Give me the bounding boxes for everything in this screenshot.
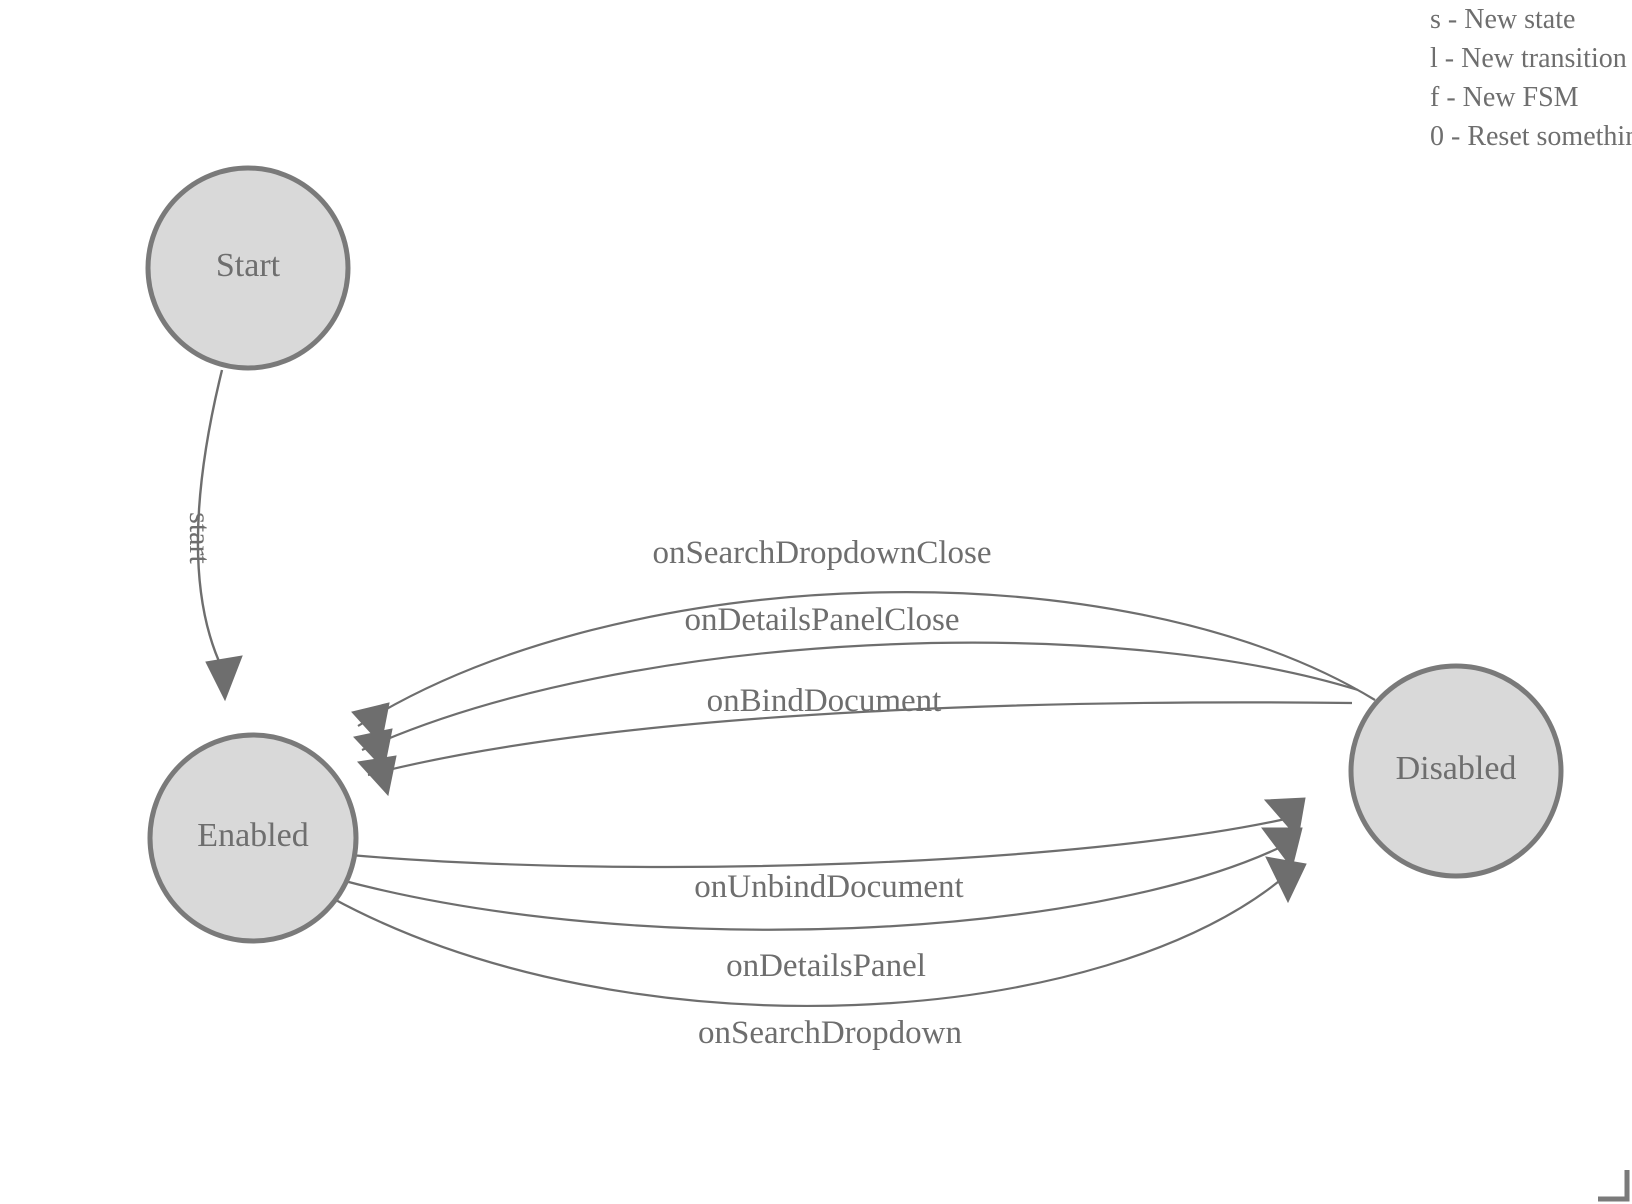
help-line-new-fsm: f - New FSM	[1430, 82, 1579, 113]
state-circle-enabled[interactable]	[147, 732, 359, 944]
edge-start-to-enabled[interactable]	[196, 369, 243, 702]
edge-line-onunbinddocument	[349, 816, 1291, 869]
edge-line-ondetailspanelclose	[361, 641, 1359, 752]
edge-line-onsearchdropdownclose	[357, 591, 1376, 727]
edge-ondetailspanel[interactable]	[340, 827, 1303, 931]
edge-start-line	[196, 369, 224, 669]
edge-label-onsearchdropdown: onSearchDropdown	[698, 1015, 962, 1051]
keyboard-help-panel: s - New state l - New transition f - New…	[1430, 0, 1632, 156]
edge-onsearchdropdown[interactable]	[331, 856, 1307, 1008]
arrowhead-start-to-enabled	[205, 655, 243, 702]
state-circle-start[interactable]	[145, 165, 351, 371]
edge-label-onbinddocument: onBindDocument	[707, 683, 942, 719]
window-resize-handle[interactable]	[1594, 1166, 1632, 1204]
resize-corner-icon	[1598, 1170, 1630, 1202]
state-label-start: Start	[216, 247, 281, 284]
state-label-disabled: Disabled	[1396, 750, 1517, 787]
edge-label-start: start	[183, 512, 216, 564]
help-line-new-transition: l - New transition	[1430, 43, 1627, 74]
edge-onbinddocument[interactable]	[357, 701, 1353, 797]
edge-label-ondetailspanelclose: onDetailsPanelClose	[685, 602, 960, 638]
edge-line-ondetailspanel	[340, 844, 1286, 931]
state-circle-disabled[interactable]	[1348, 663, 1564, 879]
edge-line-onsearchdropdown	[331, 871, 1291, 1008]
arrowhead-onsearchdropdown	[1265, 856, 1307, 904]
arrowhead-ondetailspanel	[1261, 827, 1303, 870]
help-line-new-state: s - New state	[1430, 4, 1576, 35]
edge-onunbinddocument[interactable]	[349, 797, 1306, 869]
help-line-reset: 0 - Reset something	[1430, 121, 1632, 152]
state-node-start[interactable]: Start	[145, 165, 351, 371]
edge-label-onsearchdropdownclose: onSearchDropdownClose	[652, 535, 991, 571]
state-label-enabled: Enabled	[197, 817, 308, 854]
edge-line-onbinddocument	[367, 701, 1353, 777]
edge-label-ondetailspanel: onDetailsPanel	[726, 948, 926, 984]
state-node-enabled[interactable]: Enabled	[147, 732, 359, 944]
arrowhead-onbinddocument	[357, 755, 397, 797]
state-node-disabled[interactable]: Disabled	[1348, 663, 1564, 879]
edge-label-onunbinddocument: onUnbindDocument	[694, 869, 963, 905]
